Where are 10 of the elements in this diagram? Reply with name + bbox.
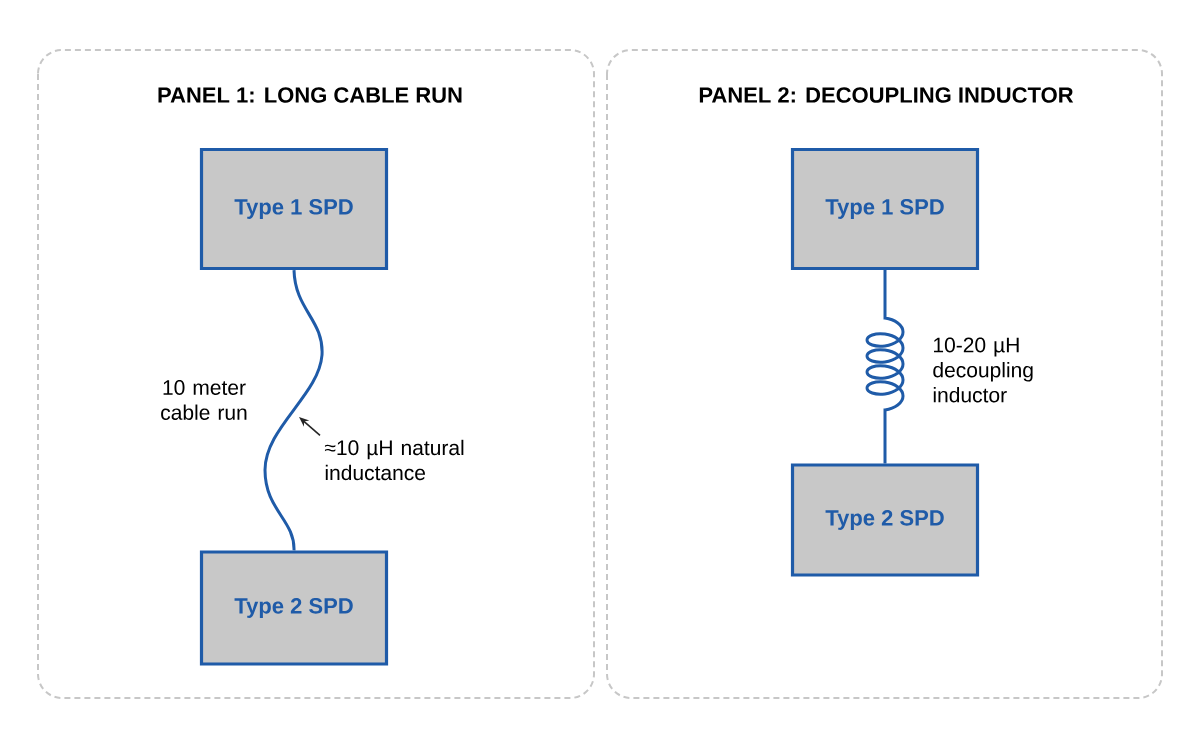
spd-box: Type 2 SPD (790, 463, 980, 577)
spd-box: Type 1 SPD (199, 147, 389, 271)
inductor-coil (865, 270, 905, 464)
spd-box: Type 2 SPD (199, 550, 389, 666)
edge-label: 10-20 µH decoupling inductor (933, 337, 1033, 403)
spd-box: Type 1 SPD (790, 147, 980, 271)
cable-line (263, 269, 324, 551)
leader-arrow (299, 417, 321, 437)
annotation-text: ≈10 µH natural inductance (324, 439, 464, 481)
edge-label: 10 meter cable run (161, 380, 247, 420)
